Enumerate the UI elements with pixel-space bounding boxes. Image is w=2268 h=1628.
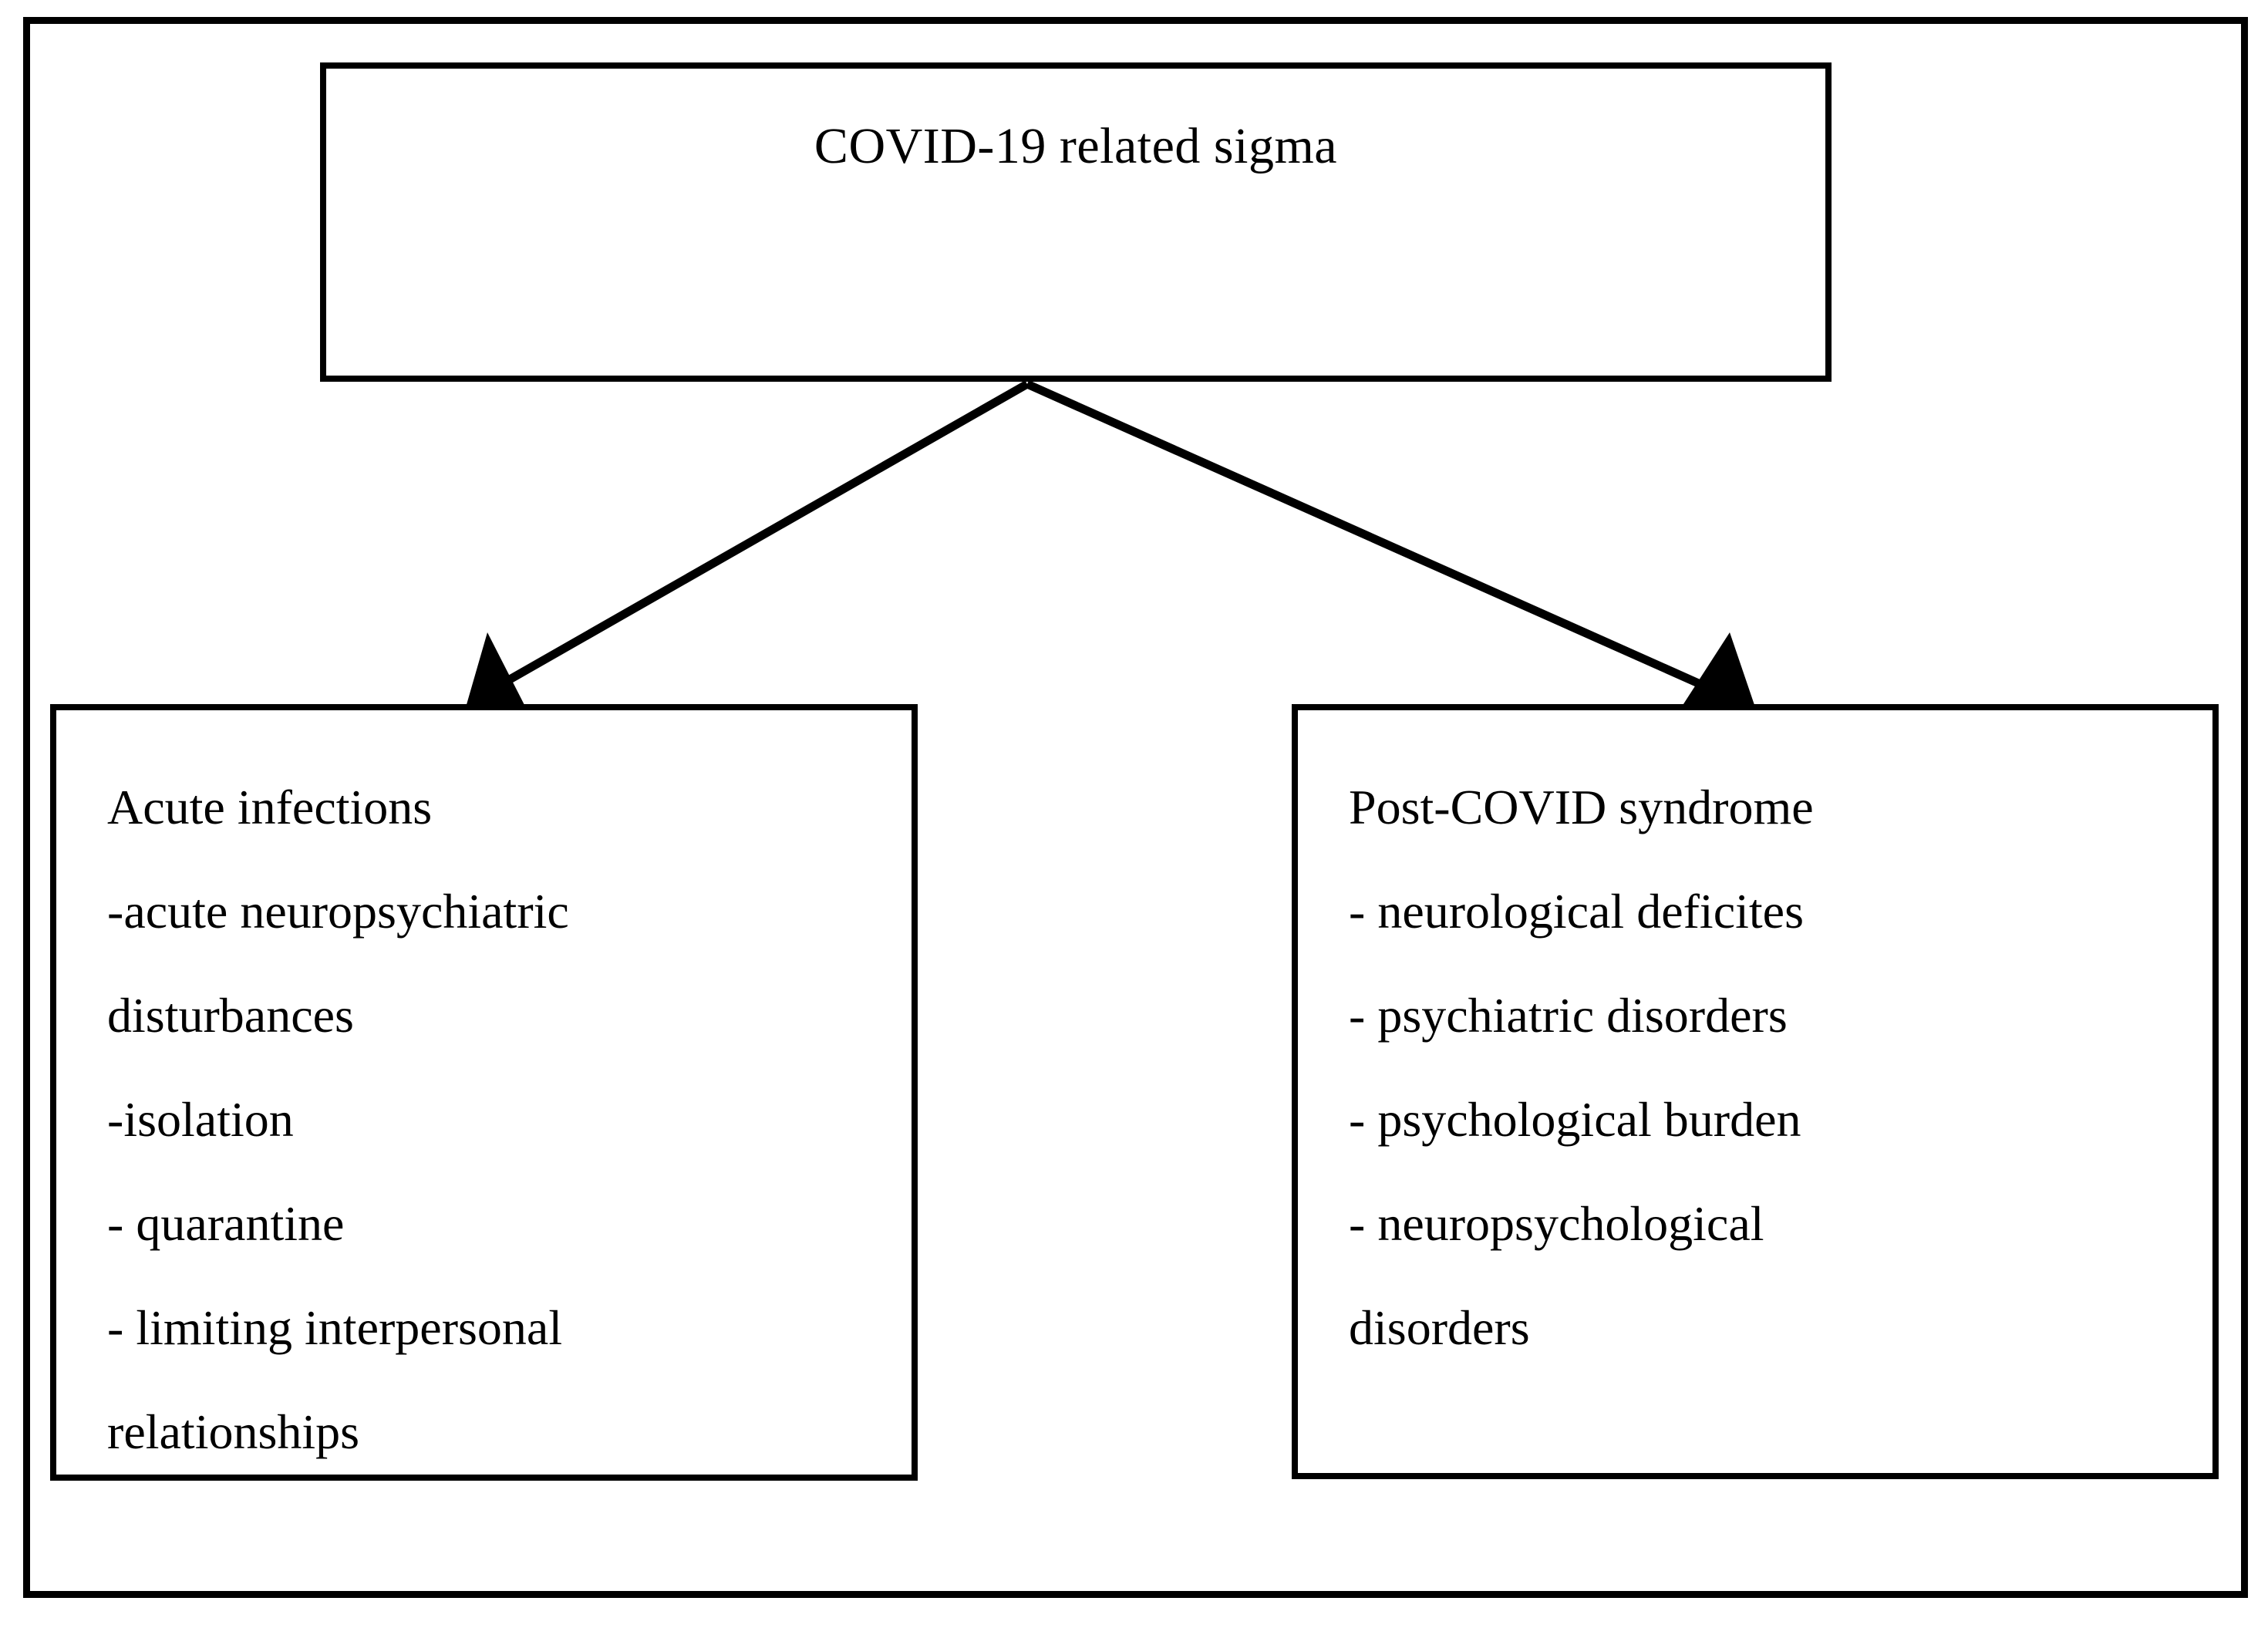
node-acute-infections-line-2: disturbances [107,988,354,1043]
node-acute-infections-line-6: relationships [107,1404,360,1459]
node-acute-infections-line-3: -isolation [107,1092,294,1147]
node-post-covid-syndrome-line-5: disorders [1349,1300,1530,1355]
node-post-covid-syndrome-lines: Post-COVID syndrome - neurological defic… [1349,755,2197,1380]
node-acute-infections-line-0: Acute infections [107,780,433,834]
node-acute-infections-line-4: - quarantine [107,1196,345,1251]
node-post-covid-syndrome-line-1: - neurological deficites [1349,884,1804,939]
node-covid-stigma-label: COVID-19 related sigma [814,118,1338,174]
node-acute-infections-line-5: - limiting interpersonal [107,1300,563,1355]
diagram-outer-frame [23,17,2248,1598]
node-post-covid-syndrome-line-3: - psychological burden [1349,1092,1801,1147]
node-acute-infections-lines: Acute infections -acute neuropsychiatric… [107,755,896,1484]
node-post-covid-syndrome-line-4: - neuropsychological [1349,1196,1764,1251]
node-acute-infections: Acute infections -acute neuropsychiatric… [50,704,918,1481]
node-acute-infections-line-1: -acute neuropsychiatric [107,884,569,939]
node-post-covid-syndrome-line-0: Post-COVID syndrome [1349,780,1814,834]
node-post-covid-syndrome: Post-COVID syndrome - neurological defic… [1292,704,2219,1479]
node-covid-stigma: COVID-19 related sigma [320,62,1832,382]
node-post-covid-syndrome-line-2: - psychiatric disorders [1349,988,1788,1043]
